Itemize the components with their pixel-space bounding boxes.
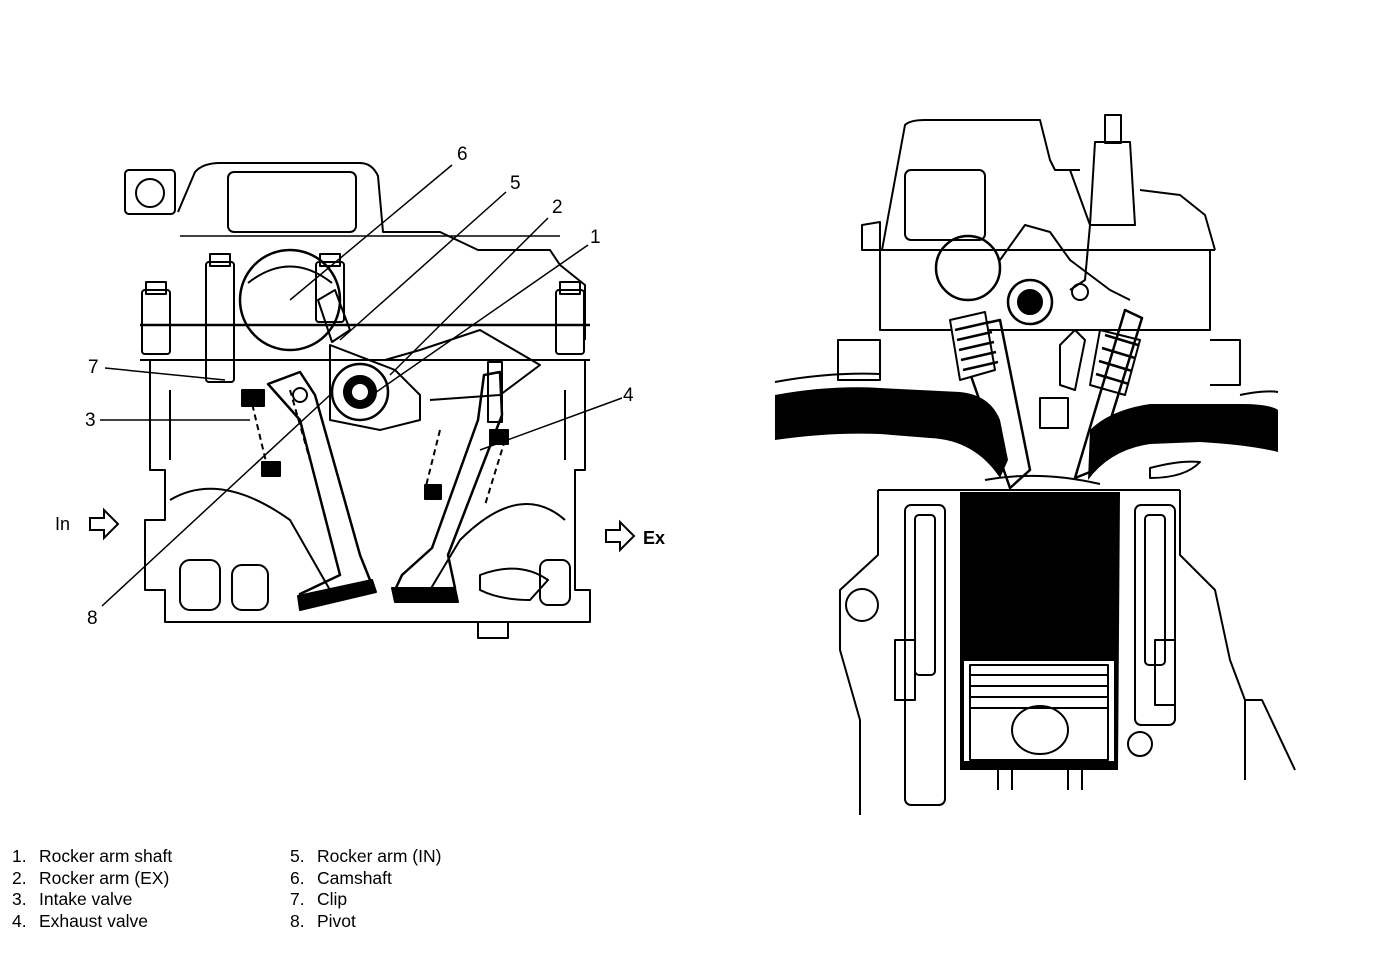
callout-5: 5: [510, 173, 521, 194]
callout-8: 8: [87, 608, 98, 629]
legend-item: 4. Exhaust valve: [12, 911, 172, 933]
callout-2: 2: [552, 197, 563, 218]
legend-label: Rocker arm shaft: [39, 846, 173, 866]
legend-item: 8. Pivot: [290, 911, 441, 933]
legend-number: 3.: [12, 889, 27, 909]
callout-leaders: [100, 164, 623, 607]
legend-label: Intake valve: [39, 889, 133, 909]
legend-number: 8.: [290, 910, 305, 931]
legend-left: 1. Rocker arm shaft 2. Rocker arm (EX) 3. I…: [12, 846, 172, 932]
callout-4: 4: [623, 385, 634, 406]
legend-number: 7.: [290, 889, 305, 909]
legend-label: Exhaust valve: [39, 910, 148, 931]
legend-item: 6. Camshaft: [290, 868, 441, 890]
legend-label: Pivot: [317, 910, 356, 931]
legend-label: Clip: [317, 889, 348, 909]
legend-label: Camshaft: [317, 867, 392, 888]
exhaust-flow-arrow: [605, 519, 636, 553]
legend-item: 5. Rocker arm (IN): [290, 846, 441, 868]
legend-number: 1.: [12, 846, 27, 866]
cylinder-head-section: [124, 162, 591, 639]
intake-flow-arrow: [89, 507, 120, 541]
legend-item: 1. Rocker arm shaft: [12, 846, 172, 868]
legend-right: 5. Rocker arm (IN) 6. Camshaft 7. Clip 8. Pi…: [290, 846, 441, 932]
callout-1: 1: [590, 227, 601, 248]
legend-label: Rocker arm (IN): [317, 846, 442, 866]
legend-number: 4.: [12, 910, 27, 931]
legend-label: Rocker arm (EX): [39, 867, 170, 888]
legend-item: 7. Clip: [290, 889, 441, 911]
legend-number: 2.: [12, 867, 27, 888]
exhaust-label: Ex: [643, 528, 665, 548]
engine-section-with-piston: [774, 114, 1296, 815]
legend-number: 5.: [290, 846, 305, 866]
legend-item: 3. Intake valve: [12, 889, 172, 911]
callout-7: 7: [88, 357, 99, 378]
callout-3: 3: [85, 410, 96, 431]
intake-label: In: [55, 514, 70, 534]
legend-number: 6.: [290, 867, 305, 888]
callout-6: 6: [457, 144, 468, 165]
legend-item: 2. Rocker arm (EX): [12, 868, 172, 890]
